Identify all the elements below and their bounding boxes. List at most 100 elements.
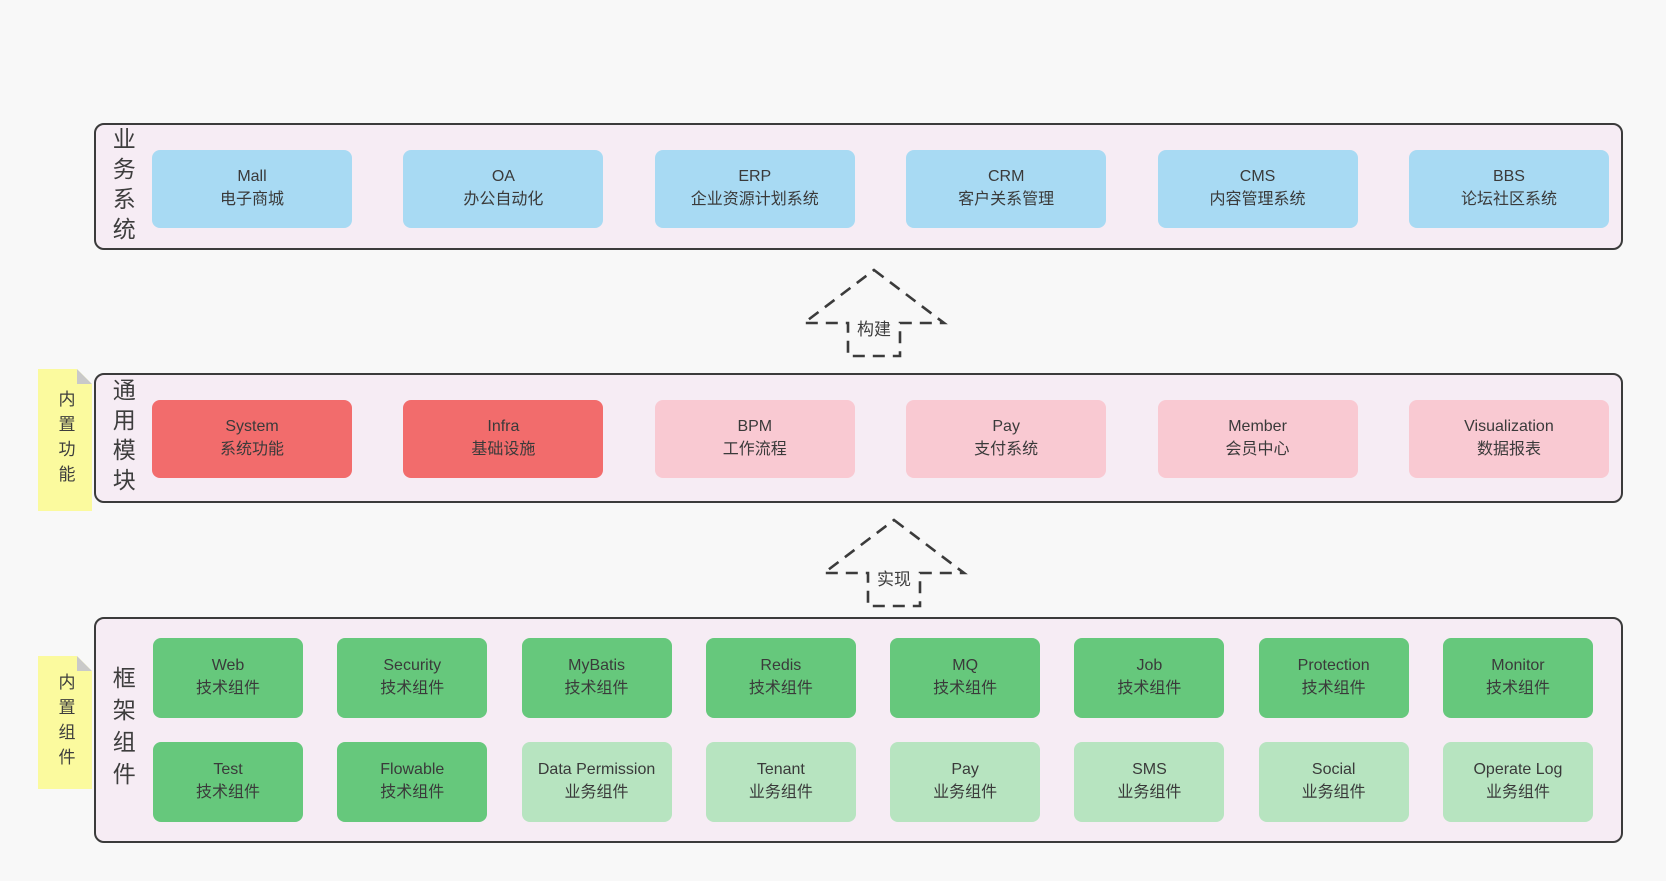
box-subtitle: 技术组件 xyxy=(1301,680,1366,697)
box-subtitle: 业务组件 xyxy=(1485,784,1550,801)
business-box-row: Mall 电子商城 OA 办公自动化 ERP 企业资源计划系统 CRM 客户关系… xyxy=(152,150,1609,228)
box-bbs: BBS 论坛社区系统 xyxy=(1408,150,1609,228)
build-arrow-label: 构建 xyxy=(854,314,894,341)
box-operate-log: Operate Log 业务组件 xyxy=(1442,742,1593,822)
business-systems-layer: 业务系统 Mall 电子商城 OA 办公自动化 ERP 企业资源计划系统 CRM… xyxy=(94,123,1623,250)
builtin-components-sticky-label: 内置组件 xyxy=(55,672,75,773)
box-pay: Pay 支付系统 xyxy=(906,400,1107,478)
box-title: System xyxy=(225,418,279,436)
box-subtitle: 企业资源计划系统 xyxy=(690,191,819,208)
box-mall: Mall 电子商城 xyxy=(152,150,352,228)
box-subtitle: 业务组件 xyxy=(564,784,629,801)
builtin-components-sticky-note: 内置组件 xyxy=(38,656,92,789)
common-modules-label: 通用模块 xyxy=(109,378,136,498)
box-member: Member 会员中心 xyxy=(1157,400,1358,478)
box-title: Mall xyxy=(237,168,267,186)
sticky-fold-corner-icon xyxy=(77,656,92,671)
box-tenant: Tenant 业务组件 xyxy=(705,742,856,822)
box-title: Social xyxy=(1311,761,1356,779)
box-subtitle: 业务组件 xyxy=(1301,784,1366,801)
box-erp: ERP 企业资源计划系统 xyxy=(654,150,855,228)
box-title: Pay xyxy=(992,418,1020,436)
business-systems-label: 业务系统 xyxy=(109,126,136,247)
components-box-row-2: Test 技术组件 Flowable 技术组件 Data Permission … xyxy=(153,742,1593,822)
box-security: Security 技术组件 xyxy=(337,638,488,718)
modules-box-row: System 系统功能 Infra 基础设施 BPM 工作流程 Pay 支付系统… xyxy=(152,400,1609,478)
box-subtitle: 基础设施 xyxy=(471,441,536,458)
box-title: BPM xyxy=(737,418,773,436)
framework-components-label: 框架组件 xyxy=(109,666,136,794)
box-title: Tenant xyxy=(756,761,805,779)
box-title: Job xyxy=(1136,657,1163,675)
common-modules-layer: 通用模块 System 系统功能 Infra 基础设施 BPM 工作流程 Pay… xyxy=(94,373,1623,503)
box-title: OA xyxy=(491,168,515,186)
box-subtitle: 业务组件 xyxy=(1117,784,1182,801)
box-subtitle: 内容管理系统 xyxy=(1209,191,1306,208)
box-subtitle: 系统功能 xyxy=(219,441,284,458)
box-subtitle: 技术组件 xyxy=(380,680,445,697)
box-title: Protection xyxy=(1297,657,1370,675)
box-infra: Infra 基础设施 xyxy=(403,400,604,478)
box-title: ERP xyxy=(738,168,772,186)
box-subtitle: 会员中心 xyxy=(1225,441,1290,458)
box-oa: OA 办公自动化 xyxy=(403,150,604,228)
box-subtitle: 技术组件 xyxy=(933,680,998,697)
box-title: MyBatis xyxy=(568,657,626,675)
implement-arrow-label: 实现 xyxy=(874,564,914,591)
box-crm: CRM 客户关系管理 xyxy=(906,150,1107,228)
box-bpm: BPM 工作流程 xyxy=(654,400,855,478)
box-monitor: Monitor 技术组件 xyxy=(1442,638,1593,718)
box-subtitle: 办公自动化 xyxy=(463,191,544,208)
implement-arrow: 实现 xyxy=(820,516,968,610)
box-cms: CMS 内容管理系统 xyxy=(1157,150,1358,228)
box-visualization: Visualization 数据报表 xyxy=(1408,400,1609,478)
box-title: Monitor xyxy=(1491,657,1545,675)
box-test: Test 技术组件 xyxy=(153,742,303,822)
box-mq: MQ 技术组件 xyxy=(890,638,1041,718)
box-web: Web 技术组件 xyxy=(153,638,303,718)
box-title: MQ xyxy=(952,657,979,675)
box-subtitle: 数据报表 xyxy=(1476,441,1541,458)
box-title: Member xyxy=(1228,418,1287,436)
sticky-fold-corner-icon xyxy=(77,369,92,384)
box-subtitle: 支付系统 xyxy=(974,441,1039,458)
box-title: CMS xyxy=(1239,168,1276,186)
box-pay-business: Pay 业务组件 xyxy=(890,742,1041,822)
box-job: Job 技术组件 xyxy=(1074,638,1225,718)
box-subtitle: 工作流程 xyxy=(722,441,787,458)
box-subtitle: 电子商城 xyxy=(219,191,284,208)
box-subtitle: 技术组件 xyxy=(195,680,260,697)
box-redis: Redis 技术组件 xyxy=(705,638,856,718)
box-subtitle: 客户关系管理 xyxy=(958,191,1055,208)
box-title: Pay xyxy=(951,761,979,779)
framework-components-layer: 框架组件 Web 技术组件 Security 技术组件 MyBatis 技术组件… xyxy=(94,617,1623,843)
box-title: BBS xyxy=(1492,168,1525,186)
up-arrow-icon xyxy=(800,268,948,358)
box-subtitle: 技术组件 xyxy=(1117,680,1182,697)
box-subtitle: 技术组件 xyxy=(380,784,445,801)
box-title: Redis xyxy=(760,657,802,675)
box-subtitle: 业务组件 xyxy=(933,784,998,801)
box-title: Infra xyxy=(487,418,520,436)
box-mybatis: MyBatis 技术组件 xyxy=(521,638,672,718)
box-title: SMS xyxy=(1132,761,1167,779)
box-title: CRM xyxy=(987,168,1025,186)
box-title: Web xyxy=(211,657,245,675)
box-subtitle: 技术组件 xyxy=(195,784,260,801)
box-subtitle: 技术组件 xyxy=(564,680,629,697)
box-subtitle: 论坛社区系统 xyxy=(1460,191,1557,208)
builtin-features-sticky-note: 内置功能 xyxy=(38,369,92,511)
box-title: Test xyxy=(213,761,243,779)
box-data-permission: Data Permission 业务组件 xyxy=(521,742,672,822)
box-subtitle: 技术组件 xyxy=(1485,680,1550,697)
builtin-features-sticky-label: 内置功能 xyxy=(55,390,75,490)
box-social: Social 业务组件 xyxy=(1258,742,1409,822)
box-system: System 系统功能 xyxy=(152,400,352,478)
box-protection: Protection 技术组件 xyxy=(1258,638,1409,718)
box-sms: SMS 业务组件 xyxy=(1074,742,1225,822)
box-title: Security xyxy=(383,657,442,675)
up-arrow-icon xyxy=(820,518,968,608)
box-subtitle: 业务组件 xyxy=(748,784,813,801)
box-title: Operate Log xyxy=(1473,761,1563,779)
